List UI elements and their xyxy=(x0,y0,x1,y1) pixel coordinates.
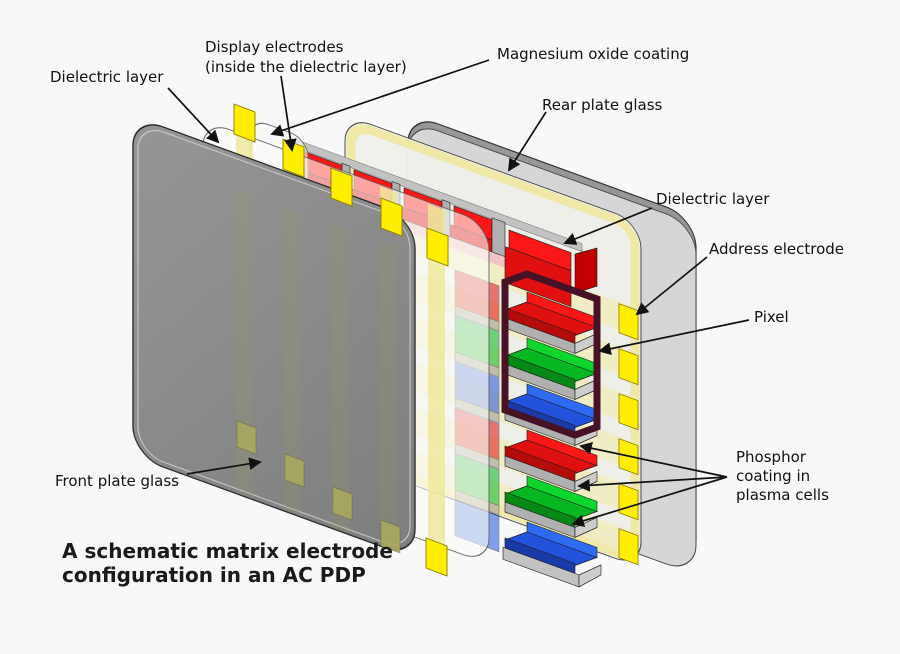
green-phosphor-cells xyxy=(526,337,598,512)
label-rear-plate: Rear plate glass xyxy=(542,96,663,114)
caption-line1: A schematic matrix electrode xyxy=(62,539,393,563)
electrode-tabs-through-glass xyxy=(236,420,401,554)
label-phosphor-2: coating in xyxy=(736,467,810,485)
label-front-plate: Front plate glass xyxy=(55,472,179,490)
arrow-display-electrodes xyxy=(280,75,297,152)
cell-floors xyxy=(504,301,598,574)
arrow-front-plate xyxy=(186,457,262,475)
display-electrode-tabs xyxy=(233,103,449,577)
arrow-address-electrode xyxy=(635,256,708,316)
arrow-front-dielectric xyxy=(167,87,220,144)
arrow-mgo xyxy=(270,59,490,137)
caption-line2: configuration in an AC PDP xyxy=(62,563,366,587)
arrow-phosphor-red xyxy=(579,442,728,478)
address-electrode-tabs xyxy=(618,303,639,566)
label-front-dielectric: Dielectric layer xyxy=(50,68,164,86)
label-display-electrodes-2: (inside the dielectric layer) xyxy=(205,58,407,76)
label-phosphor-3: plasma cells xyxy=(736,486,829,504)
arrow-pixel xyxy=(598,319,750,356)
label-pixel: Pixel xyxy=(754,308,789,326)
label-mgo: Magnesium oxide coating xyxy=(497,45,689,63)
red-phosphor-cells xyxy=(526,291,598,466)
label-display-electrodes-1: Display electrodes xyxy=(205,38,344,56)
label-phosphor-1: Phosphor xyxy=(736,448,807,466)
pixel-outline xyxy=(501,270,601,439)
arrow-rear-dielectric xyxy=(563,207,653,245)
arrow-phosphor-green xyxy=(577,476,728,492)
electrodes-through-glass xyxy=(236,189,397,551)
front-plate-glass xyxy=(132,124,416,551)
arrow-rear-plate xyxy=(507,111,547,172)
label-address-electrode: Address electrode xyxy=(709,240,844,258)
blue-phosphor-cells xyxy=(526,383,598,558)
label-rear-dielectric: Dielectric layer xyxy=(656,190,770,208)
arrow-phosphor-blue xyxy=(571,476,728,527)
leader-arrows xyxy=(167,59,750,527)
